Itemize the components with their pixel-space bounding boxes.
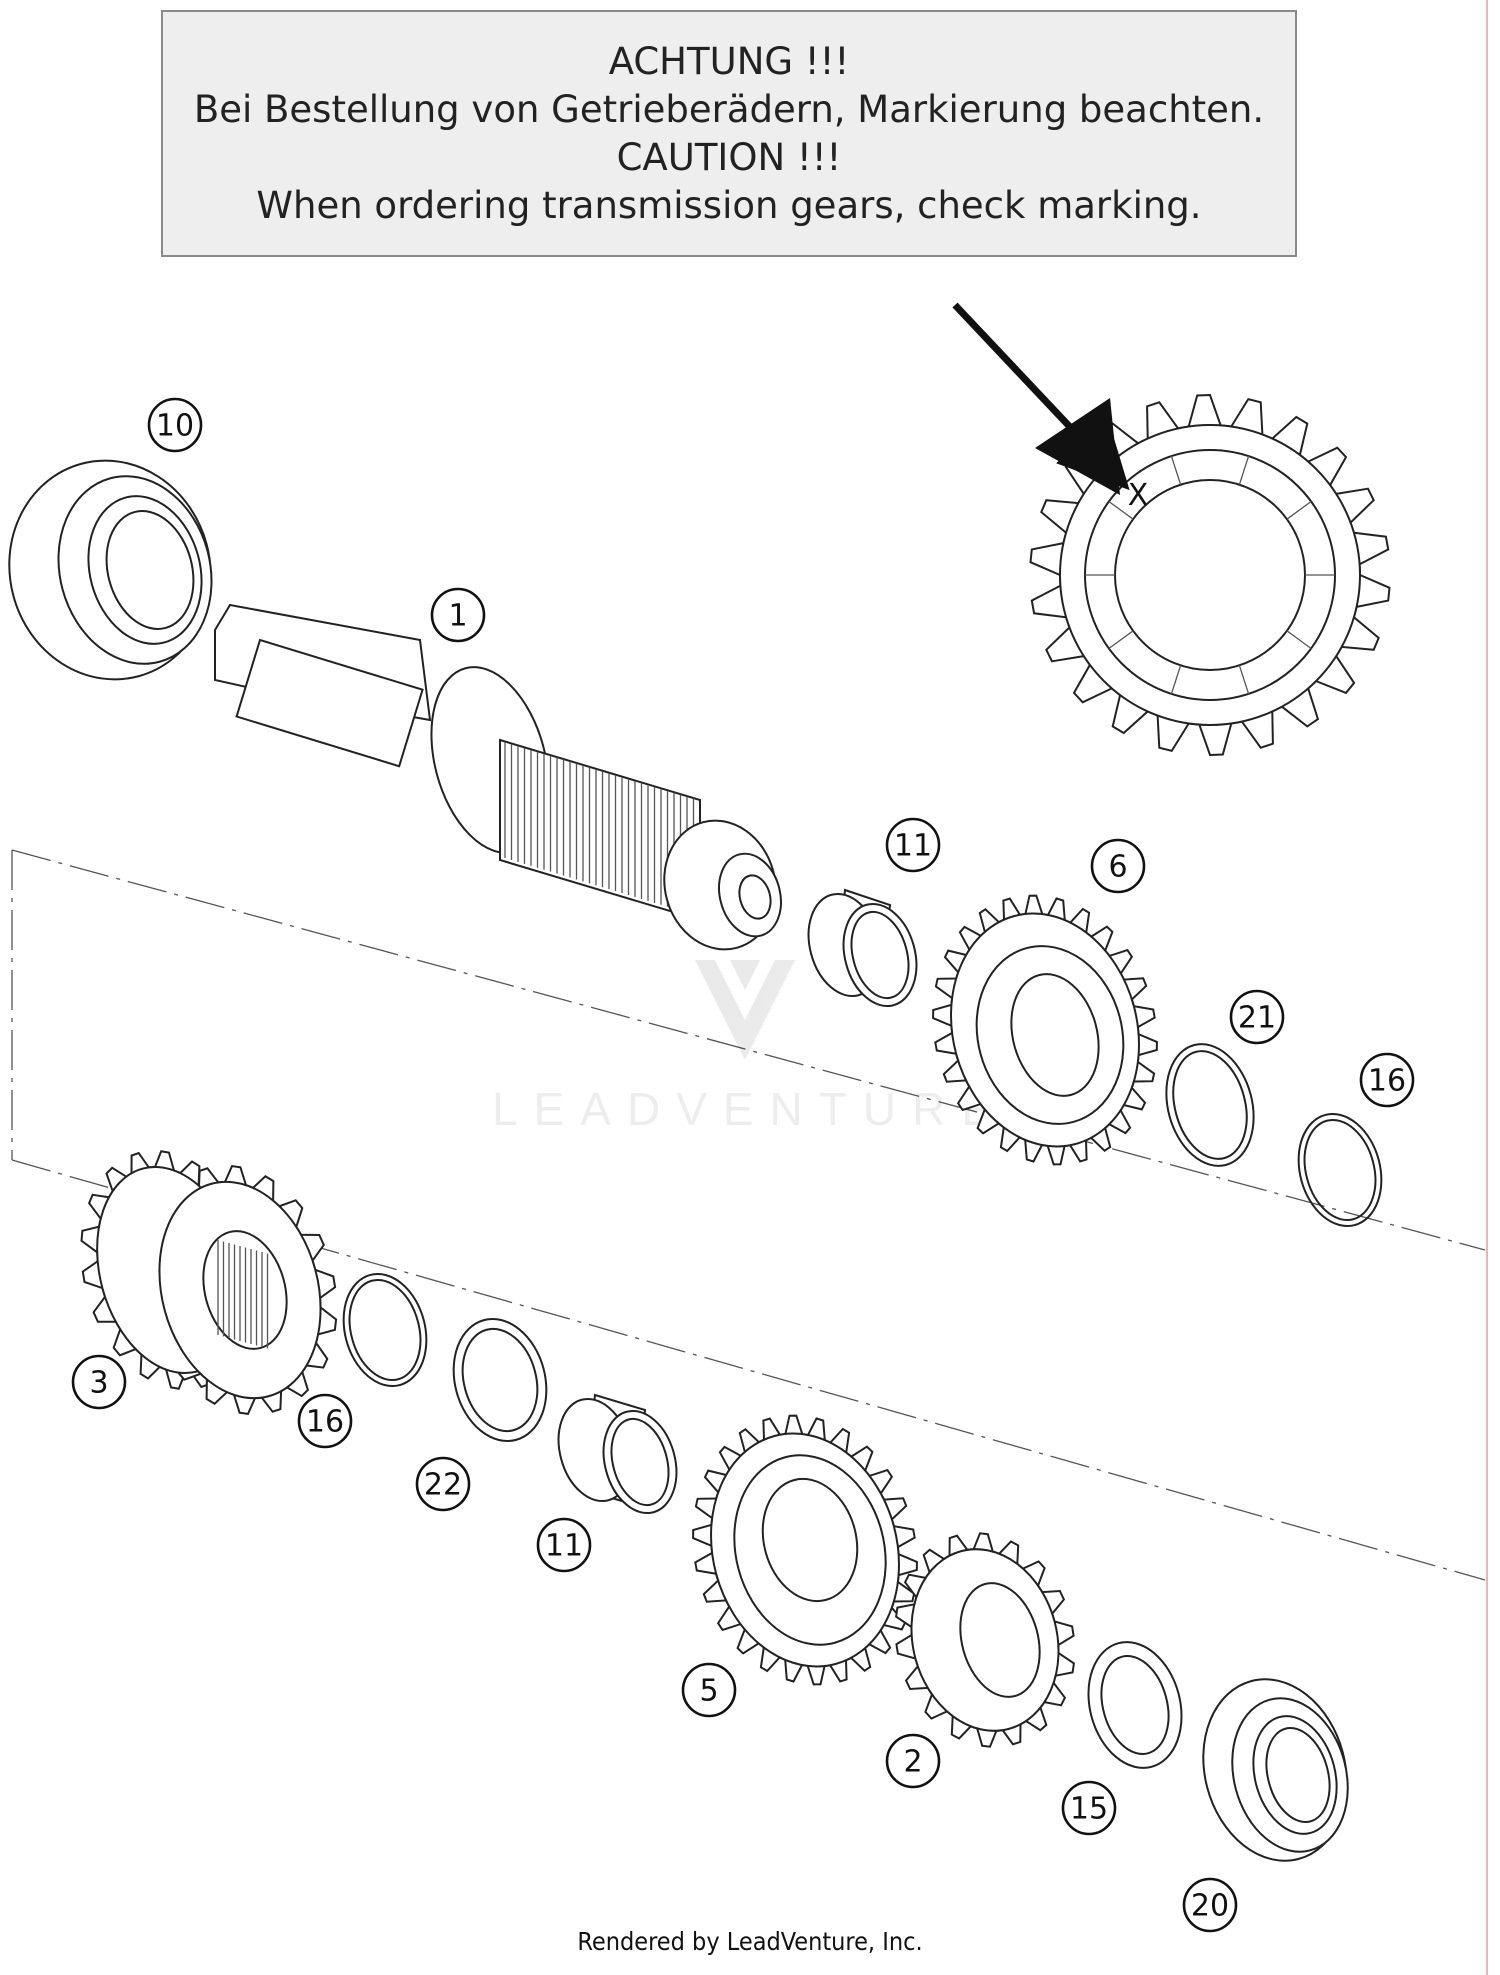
circlip-16-upper [1297,1112,1383,1228]
callout-21: 21 [1229,989,1285,1045]
gear-detail-segment-line [1108,630,1134,650]
thrust-washer-21 [1165,1043,1255,1167]
bushing-11-upper [807,888,918,1008]
gear-detail-segment-line [1170,665,1182,695]
caution-notice-box: ACHTUNG !!! Bei Bestellung von Getrieber… [161,10,1297,257]
callout-5: 5 [681,1662,737,1718]
gear-6 [932,894,1158,1166]
watermark-text: LEADVENTURE [492,1083,1008,1135]
gear-detail-segment-line [1108,500,1134,520]
callout-2-label: 2 [903,1745,922,1780]
notice-line-english-heading: CAUTION !!! [616,135,842,179]
callout-16-upper: 16 [1359,1052,1415,1108]
gear-5 [692,1414,918,1686]
callout-15-label: 15 [1070,1792,1108,1827]
marking-x-symbol: X [1128,478,1149,513]
callout-2: 2 [885,1733,941,1789]
bushing-11-lower [557,1393,678,1515]
callout-10: 10 [147,397,203,453]
gear-2 [895,1532,1075,1748]
notice-line-german-heading: ACHTUNG !!! [608,39,850,83]
callout-11-lower-label: 11 [545,1529,583,1564]
callout-3: 3 [71,1354,127,1410]
gear-detail-segment-line [1238,665,1250,695]
callout-22-label: 22 [424,1468,462,1503]
main-shaft-1 [214,603,782,951]
callout-6: 6 [1090,838,1146,894]
callout-6-label: 6 [1108,850,1127,885]
callout-11-upper: 11 [885,817,941,873]
callout-16-upper-label: 16 [1368,1064,1406,1099]
marking-arrow-head [1035,398,1120,495]
gear-detail-segment-line [1238,455,1250,485]
callout-1: 1 [430,587,486,643]
callout-20: 20 [1182,1877,1238,1933]
circlip-16-lower [342,1272,428,1388]
watermark-logo-icon [695,960,795,1060]
callout-16-lower-label: 16 [306,1405,344,1440]
notice-line-german-text: Bei Bestellung von Getrieberädern, Marki… [193,87,1265,131]
gear-detail-segment-line [1286,630,1312,650]
gear-detail-segment-line [1170,455,1182,485]
callout-21-label: 21 [1238,1001,1276,1036]
callout-16-lower: 16 [297,1393,353,1449]
callout-11-upper-label: 11 [894,829,932,864]
double-gear-3 [80,1150,338,1415]
callout-10-label: 10 [156,409,194,444]
callout-3-label: 3 [89,1366,108,1401]
bearing-10 [8,459,213,681]
callout-1-label: 1 [448,599,467,634]
axis-line-upper [11,849,1486,1251]
footer-credit: Rendered by LeadVenture, Inc. [577,1927,923,1956]
bearing-20 [1202,1678,1349,1862]
splined-washer-22 [452,1317,548,1443]
notice-line-english-text: When ordering transmission gears, check … [256,183,1202,227]
callout-22: 22 [415,1456,471,1512]
gear-detail-segment-line [1286,500,1312,520]
callout-11-lower: 11 [536,1517,592,1573]
washer-15 [1087,1641,1183,1769]
callout-20-label: 20 [1191,1889,1229,1924]
callout-15: 15 [1061,1780,1117,1836]
callout-5-label: 5 [699,1674,718,1709]
